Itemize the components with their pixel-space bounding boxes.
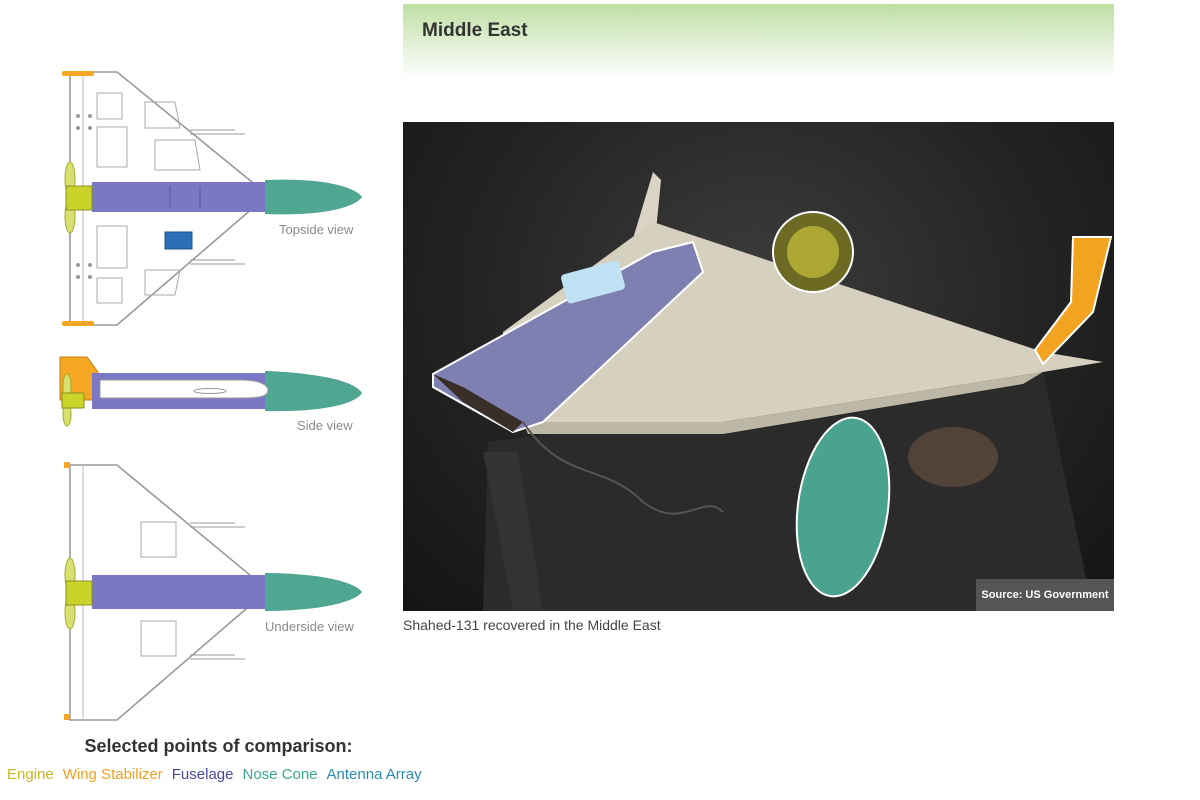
drone-diagrams: Topside view Side view Underside view [59, 71, 362, 721]
legend-fuselage: Fuselage [171, 766, 234, 783]
underside-view-label: Underside view [265, 619, 354, 634]
legend-wing-stabilizer: Wing Stabilizer [62, 766, 163, 783]
comparison-legend: Engine Wing Stabilizer Fuselage Nose Con… [7, 766, 422, 783]
legend-engine: Engine [7, 766, 54, 783]
legend-antenna-array: Antenna Array [326, 766, 422, 783]
side-view-drawing [59, 356, 362, 427]
source-badge: Source: US Government [976, 579, 1114, 611]
photo-caption: Shahed-131 recovered in the Middle East [403, 617, 661, 633]
underside-view-drawing [64, 462, 362, 721]
drone-photo: Source: US Government [403, 122, 1114, 611]
legend-nose-cone: Nose Cone [242, 766, 318, 783]
side-view-label: Side view [297, 418, 353, 433]
drone-photo-illustration [432, 172, 1113, 611]
comparison-title: Selected points of comparison: [84, 736, 353, 756]
topside-view-drawing [62, 71, 362, 326]
region-title: Middle East [422, 20, 528, 41]
topside-view-label: Topside view [279, 222, 354, 237]
region-header: Middle East [403, 4, 1114, 79]
